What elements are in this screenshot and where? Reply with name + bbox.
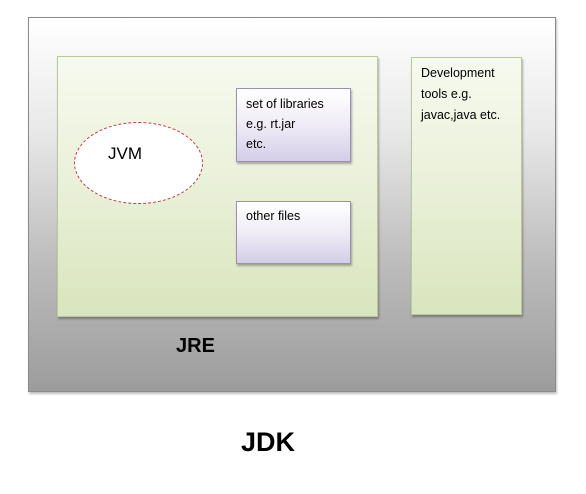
jdk-label: JDK <box>241 427 296 457</box>
libraries-line: set of libraries <box>246 97 324 111</box>
jvm-label: JVM <box>108 144 142 163</box>
libraries-box: set of libraries e.g. rt.jar etc. <box>236 88 351 162</box>
development-tools-text: Development tools e.g. javac,java etc. <box>421 63 500 126</box>
libraries-line: e.g. rt.jar <box>246 117 296 131</box>
other-files-box: other files <box>236 201 351 264</box>
jvm-ellipse <box>74 122 203 204</box>
dev-tools-line: tools e.g. <box>421 87 472 101</box>
jre-label: JRE <box>176 335 215 357</box>
dev-tools-line: Development <box>421 66 495 80</box>
other-files-label: other files <box>246 209 301 223</box>
development-tools-box: Development tools e.g. javac,java etc. <box>411 57 522 315</box>
libraries-text: set of libraries e.g. rt.jar etc. <box>246 94 324 154</box>
libraries-line: etc. <box>246 137 267 151</box>
dev-tools-line: javac,java etc. <box>421 108 501 122</box>
